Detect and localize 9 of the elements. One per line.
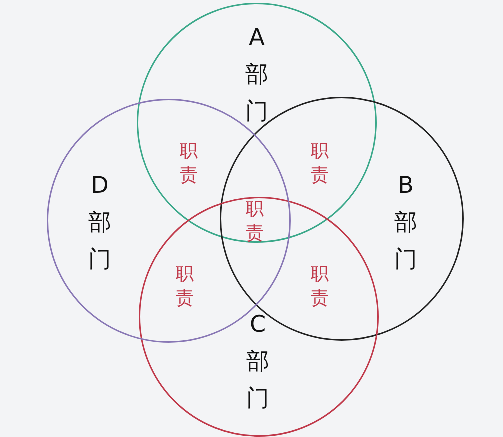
department-label: D部门 bbox=[88, 172, 112, 275]
overlap-label: 职责 bbox=[310, 140, 330, 188]
overlap-label: 职责 bbox=[175, 263, 195, 311]
overlap-label: 职责 bbox=[245, 198, 265, 246]
department-label: B部门 bbox=[394, 172, 418, 275]
department-label: A部门 bbox=[244, 24, 270, 127]
department-label: C部门 bbox=[246, 311, 270, 414]
overlap-label: 职责 bbox=[179, 140, 199, 188]
overlap-label: 职责 bbox=[310, 263, 330, 311]
